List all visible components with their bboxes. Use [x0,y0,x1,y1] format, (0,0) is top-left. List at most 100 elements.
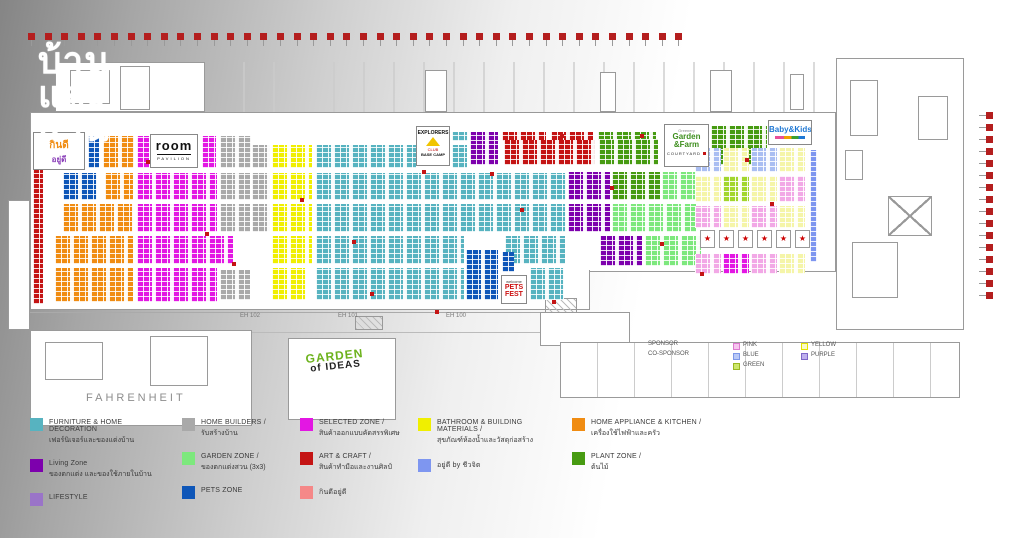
legend-subtitle: รับสร้างบ้าน [201,430,238,437]
legend-column: HOME APPLIANCE & KITCHEN /เครื่องใช้ไฟฟ้… [572,418,707,486]
legend-text: PETS ZONE [201,486,317,494]
booth-block-o [105,173,133,200]
red-marker [979,232,993,239]
loading-dock-band [215,62,835,113]
dock-shaft [425,70,447,112]
booth-block-p [568,204,610,232]
red-marker [658,33,666,46]
legend-subtitle: สุขภัณฑ์ห้องน้ำและวัสดุก่อสร้าง [437,437,534,444]
right-wing-room [918,96,948,140]
room-pavilion-logo-box: room PAVILION [150,134,198,168]
booth-block-sy [695,176,721,202]
red-marker [979,196,993,203]
booth-block-b [502,252,514,272]
booth-block-t [316,204,566,232]
legend-title: อยู่ดี by ชีวจิต [437,462,481,469]
booth-block-m [137,236,233,264]
top-left-structure-inner [70,70,110,104]
right-wing-room [845,150,863,180]
sponsor-swatch-green [733,363,740,370]
legend-item: HOME BUILDERS / รับสร้างบ้าน [182,418,317,439]
booth-block-gn [645,236,701,266]
booth-block-o [63,204,133,232]
booth-block-y [272,145,312,168]
right-wing-room [850,80,878,136]
red-marker [210,33,218,46]
red-marker [979,244,993,251]
red-marker [526,33,533,46]
red-marker [227,33,235,46]
baby-kids-logo-box: Baby&Kids [768,120,812,145]
red-marker [376,33,384,46]
booth-block-sy [751,176,777,202]
legend-swatch-gn [182,452,195,465]
red-marker [979,136,993,143]
booth-block-t [452,132,468,141]
red-marker [979,148,993,155]
sponsor-star-booth: ★ [700,230,715,248]
south-wing-outline [560,342,960,398]
legend-title: HOME APPLIANCE & KITCHEN / [591,419,702,426]
booth-block-t [505,236,565,264]
concourse-line [250,332,560,333]
top-left-structure-inner [120,66,150,110]
legend-subtitle: ต้นไม้ [591,464,609,471]
red-marker [979,124,993,131]
fest-text: FEST [505,291,523,298]
booth-block-b [63,173,97,200]
kindee-logo-line1: กินดี [49,140,69,151]
dock-shaft [790,74,804,110]
booth-block-y [272,204,312,232]
legend-title: GARDEN ZONE / [201,453,259,460]
sponsor-star-booth: ★ [757,230,772,248]
legend-item: LIFESTYLE [30,493,165,514]
red-marker [111,33,118,46]
booth-block-sy [723,148,749,172]
booth-block-pw [810,150,817,262]
booth-block-pk [751,254,777,274]
legend-column: BATHROOM & BUILDING MATERIALS /สุขภัณฑ์ห… [418,418,553,493]
booth-block-r [551,132,593,141]
booth-block-g [252,145,270,168]
legend-item: PETS ZONE [182,486,317,507]
pets-fest-box: welcome PETS FEST [501,275,527,304]
kindee-logo-line2: อยู่ดี [51,155,67,164]
sponsor-swatch-label: PURPLE [811,352,836,358]
booth-block-g [220,136,251,168]
sponsor-label: SPONSOR [648,341,679,347]
dock-shaft [600,72,616,112]
fahrenheit-room [45,342,103,380]
booth-block-r [504,140,595,165]
legend-swatch-p [30,459,43,472]
booth-block-g [220,204,250,232]
sponsor-star-booth: ★ [795,230,810,248]
legend-title: HOME BUILDERS / [201,419,266,426]
booth-block-t [452,145,467,168]
sponsor-swatch-label: BLUE [743,352,759,358]
booth-block-gn [662,172,696,200]
red-marker [979,112,993,119]
red-marker [979,280,993,287]
legend-swatch-m [300,418,313,431]
red-dot [770,202,774,206]
garden-farm-tagline: Greenery [678,128,695,133]
red-marker [642,33,650,46]
red-marker [979,184,993,191]
legend-title: PLANT ZONE / [591,453,642,460]
legend-swatch-r [300,452,313,465]
concourse-connector [540,312,630,346]
booth-block-p [568,172,610,200]
logo-line-3: สวน [38,108,110,150]
booth-block-p [470,132,498,141]
booth-block-m [723,254,749,274]
booth-block-y [272,236,312,264]
legend-title: ART & CRAFT / [319,453,371,460]
booth-block-sy [779,206,805,228]
red-marker [443,33,450,46]
red-marker [393,33,401,46]
legend-title: Living Zone [49,460,88,467]
explorers-text: EXPLORERS [417,130,449,136]
legend-item: PLANT ZONE / ต้นไม้ [572,452,707,473]
